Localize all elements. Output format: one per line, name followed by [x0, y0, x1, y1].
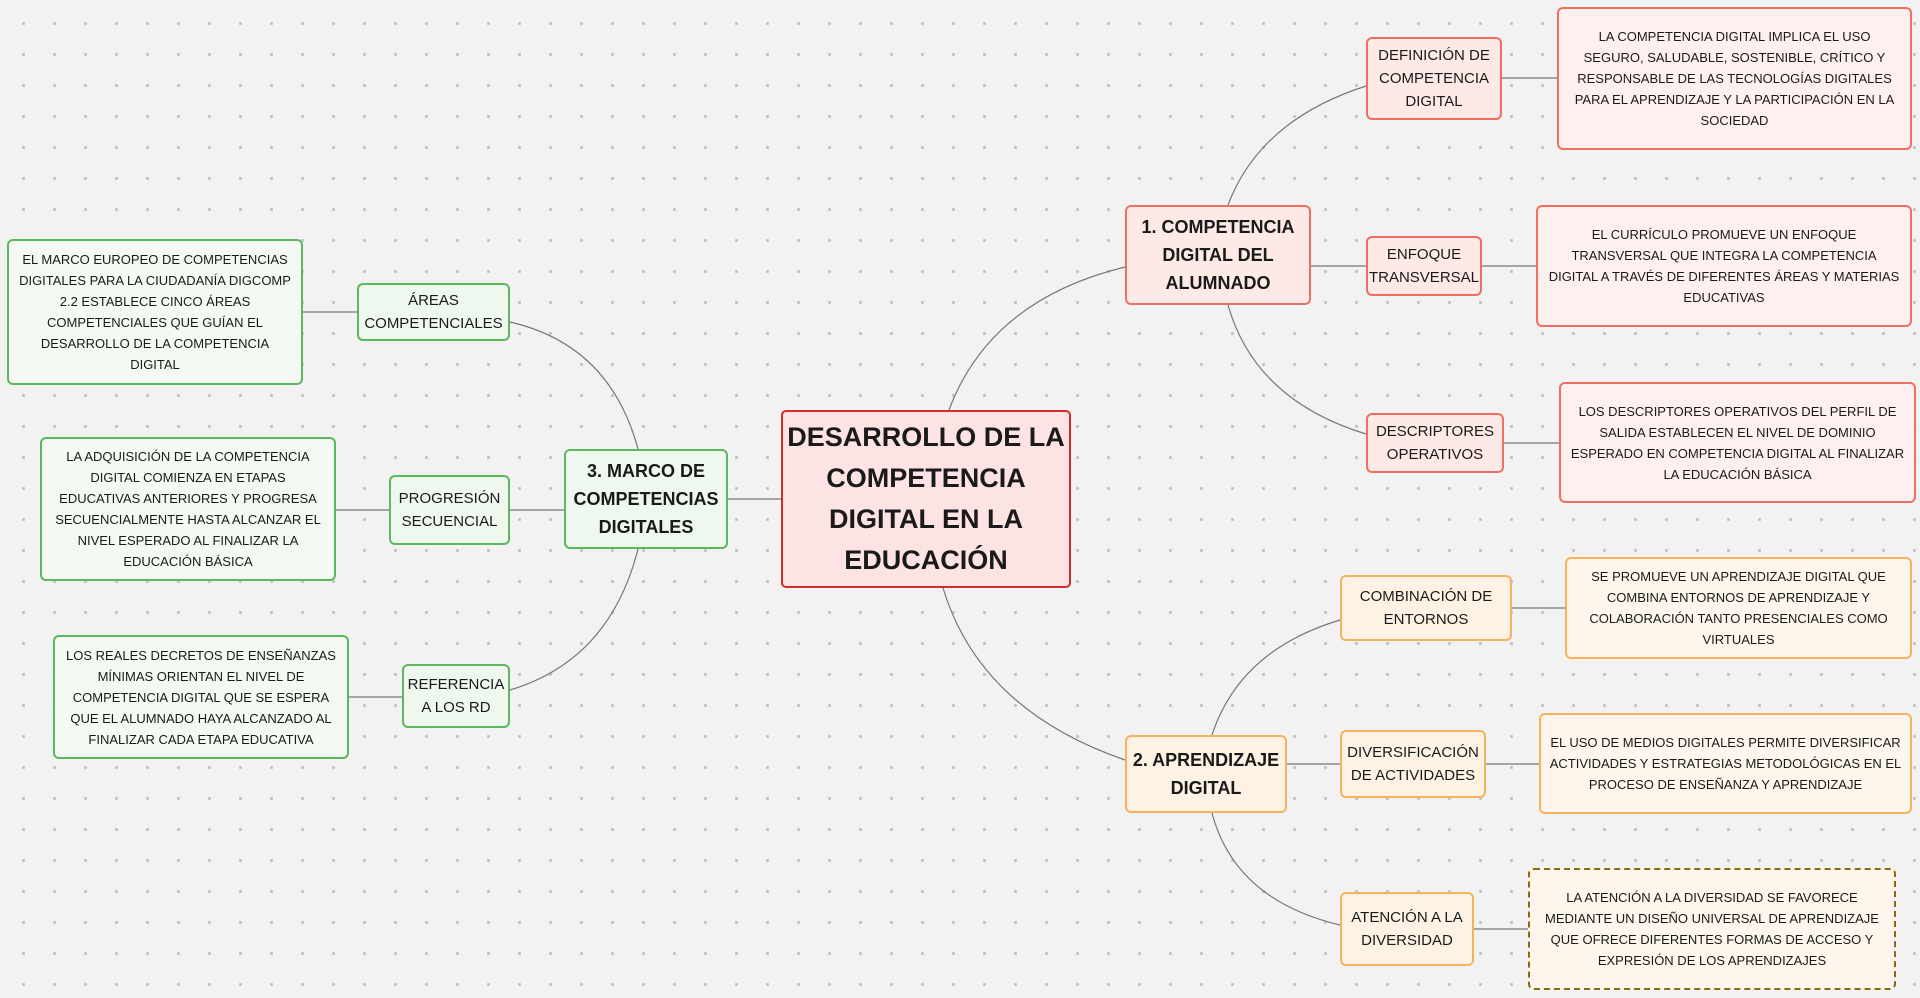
detail-text: LA ATENCIÓN A LA DIVERSIDAD SE FAVORECE … — [1545, 890, 1879, 968]
detail-referencia-rd[interactable]: LOS REALES DECRETOS DE ENSEÑANZAS MÍNIMA… — [53, 635, 349, 759]
branch-competencia-digital-alumnado[interactable]: 1. COMPETENCIA DIGITAL DEL ALUMNADO — [1125, 205, 1311, 305]
connector-branch-3-topic-3 — [509, 548, 639, 691]
connector-branch-3-topic-1 — [509, 321, 639, 450]
branch-aprendizaje-digital[interactable]: 2. APRENDIZAJE DIGITAL — [1125, 735, 1287, 813]
branch-label: 1. COMPETENCIA DIGITAL DEL ALUMNADO — [1141, 217, 1295, 293]
detail-text: LOS DESCRIPTORES OPERATIVOS DEL PERFIL D… — [1570, 403, 1905, 482]
detail-atencion-diversidad[interactable]: LA ATENCIÓN A LA DIVERSIDAD SE FAVORECE … — [1528, 868, 1896, 990]
topic-atencion-diversidad[interactable]: ATENCIÓN A LA DIVERSIDAD — [1340, 892, 1474, 966]
detail-enfoque-transversal[interactable]: EL CURRÍCULO PROMUEVE UN ENFOQUE TRANSVE… — [1536, 205, 1912, 327]
topic-label: PROGRESIÓN SECUENCIAL — [398, 490, 501, 530]
topic-progresion-secuencial[interactable]: PROGRESIÓN SECUENCIAL — [389, 475, 510, 545]
topic-label: REFERENCIA A LOS RD — [407, 676, 505, 716]
detail-text: EL MARCO EUROPEO DE COMPETENCIAS DIGITAL… — [19, 252, 291, 372]
detail-areas-competenciales[interactable]: EL MARCO EUROPEO DE COMPETENCIAS DIGITAL… — [7, 239, 303, 385]
connector-root-branch-1 — [948, 266, 1126, 411]
topic-enfoque-transversal[interactable]: ENFOQUE TRANSVERSAL — [1366, 236, 1482, 296]
detail-text: LA ADQUISICIÓN DE LA COMPETENCIA DIGITAL… — [55, 449, 321, 569]
detail-diversificacion-actividades[interactable]: EL USO DE MEDIOS DIGITALES PERMITE DIVER… — [1539, 713, 1912, 814]
topic-label: DEFINICIÓN DE COMPETENCIA DIGITAL — [1378, 47, 1490, 110]
topic-label: COMBINACIÓN DE ENTORNOS — [1359, 588, 1493, 628]
detail-definicion-competencia-digital[interactable]: LA COMPETENCIA DIGITAL IMPLICA EL USO SE… — [1557, 7, 1912, 150]
connector-branch-1-topic-3 — [1227, 304, 1367, 435]
topic-label: ENFOQUE TRANSVERSAL — [1368, 246, 1480, 286]
detail-combinacion-entornos[interactable]: SE PROMUEVE UN APRENDIZAJE DIGITAL QUE C… — [1565, 557, 1912, 659]
connector-root-branch-2 — [942, 587, 1126, 761]
root-topic[interactable]: DESARROLLO DE LA COMPETENCIA DIGITAL EN … — [781, 410, 1071, 588]
topic-label: ÁREAS COMPETENCIALES — [364, 292, 503, 332]
connector-branch-1-topic-1 — [1227, 85, 1367, 206]
detail-progresion-secuencial[interactable]: LA ADQUISICIÓN DE LA COMPETENCIA DIGITAL… — [40, 437, 336, 581]
topic-diversificacion-actividades[interactable]: DIVERSIFICACIÓN DE ACTIVIDADES — [1340, 730, 1486, 798]
branch-label: 3. MARCO DE COMPETENCIAS DIGITALES — [573, 461, 719, 537]
root-topic-label: DESARROLLO DE LA COMPETENCIA DIGITAL EN … — [787, 422, 1065, 575]
detail-text: EL USO DE MEDIOS DIGITALES PERMITE DIVER… — [1549, 735, 1902, 792]
topic-combinacion-entornos[interactable]: COMBINACIÓN DE ENTORNOS — [1340, 575, 1512, 641]
connector-branch-2-topic-3 — [1211, 812, 1341, 926]
detail-descriptores-operativos[interactable]: LOS DESCRIPTORES OPERATIVOS DEL PERFIL D… — [1559, 382, 1916, 503]
connector-branch-2-topic-1 — [1211, 619, 1341, 736]
detail-text: EL CURRÍCULO PROMUEVE UN ENFOQUE TRANSVE… — [1548, 227, 1900, 305]
branch-marco-competencias-digitales[interactable]: 3. MARCO DE COMPETENCIAS DIGITALES — [564, 449, 728, 549]
topic-referencia-rd[interactable]: REFERENCIA A LOS RD — [402, 664, 510, 728]
topic-label: ATENCIÓN A LA DIVERSIDAD — [1351, 909, 1463, 949]
topic-areas-competenciales[interactable]: ÁREAS COMPETENCIALES — [357, 283, 510, 341]
topic-descriptores-operativos[interactable]: DESCRIPTORES OPERATIVOS — [1366, 413, 1504, 473]
detail-text: LA COMPETENCIA DIGITAL IMPLICA EL USO SE… — [1574, 29, 1895, 128]
detail-text: SE PROMUEVE UN APRENDIZAJE DIGITAL QUE C… — [1589, 569, 1888, 647]
branch-label: 2. APRENDIZAJE DIGITAL — [1132, 750, 1280, 798]
detail-text: LOS REALES DECRETOS DE ENSEÑANZAS MÍNIMA… — [66, 647, 336, 747]
topic-label: DIVERSIFICACIÓN DE ACTIVIDADES — [1347, 744, 1479, 784]
topic-label: DESCRIPTORES OPERATIVOS — [1375, 423, 1495, 463]
topic-definicion-competencia-digital[interactable]: DEFINICIÓN DE COMPETENCIA DIGITAL — [1366, 37, 1502, 120]
